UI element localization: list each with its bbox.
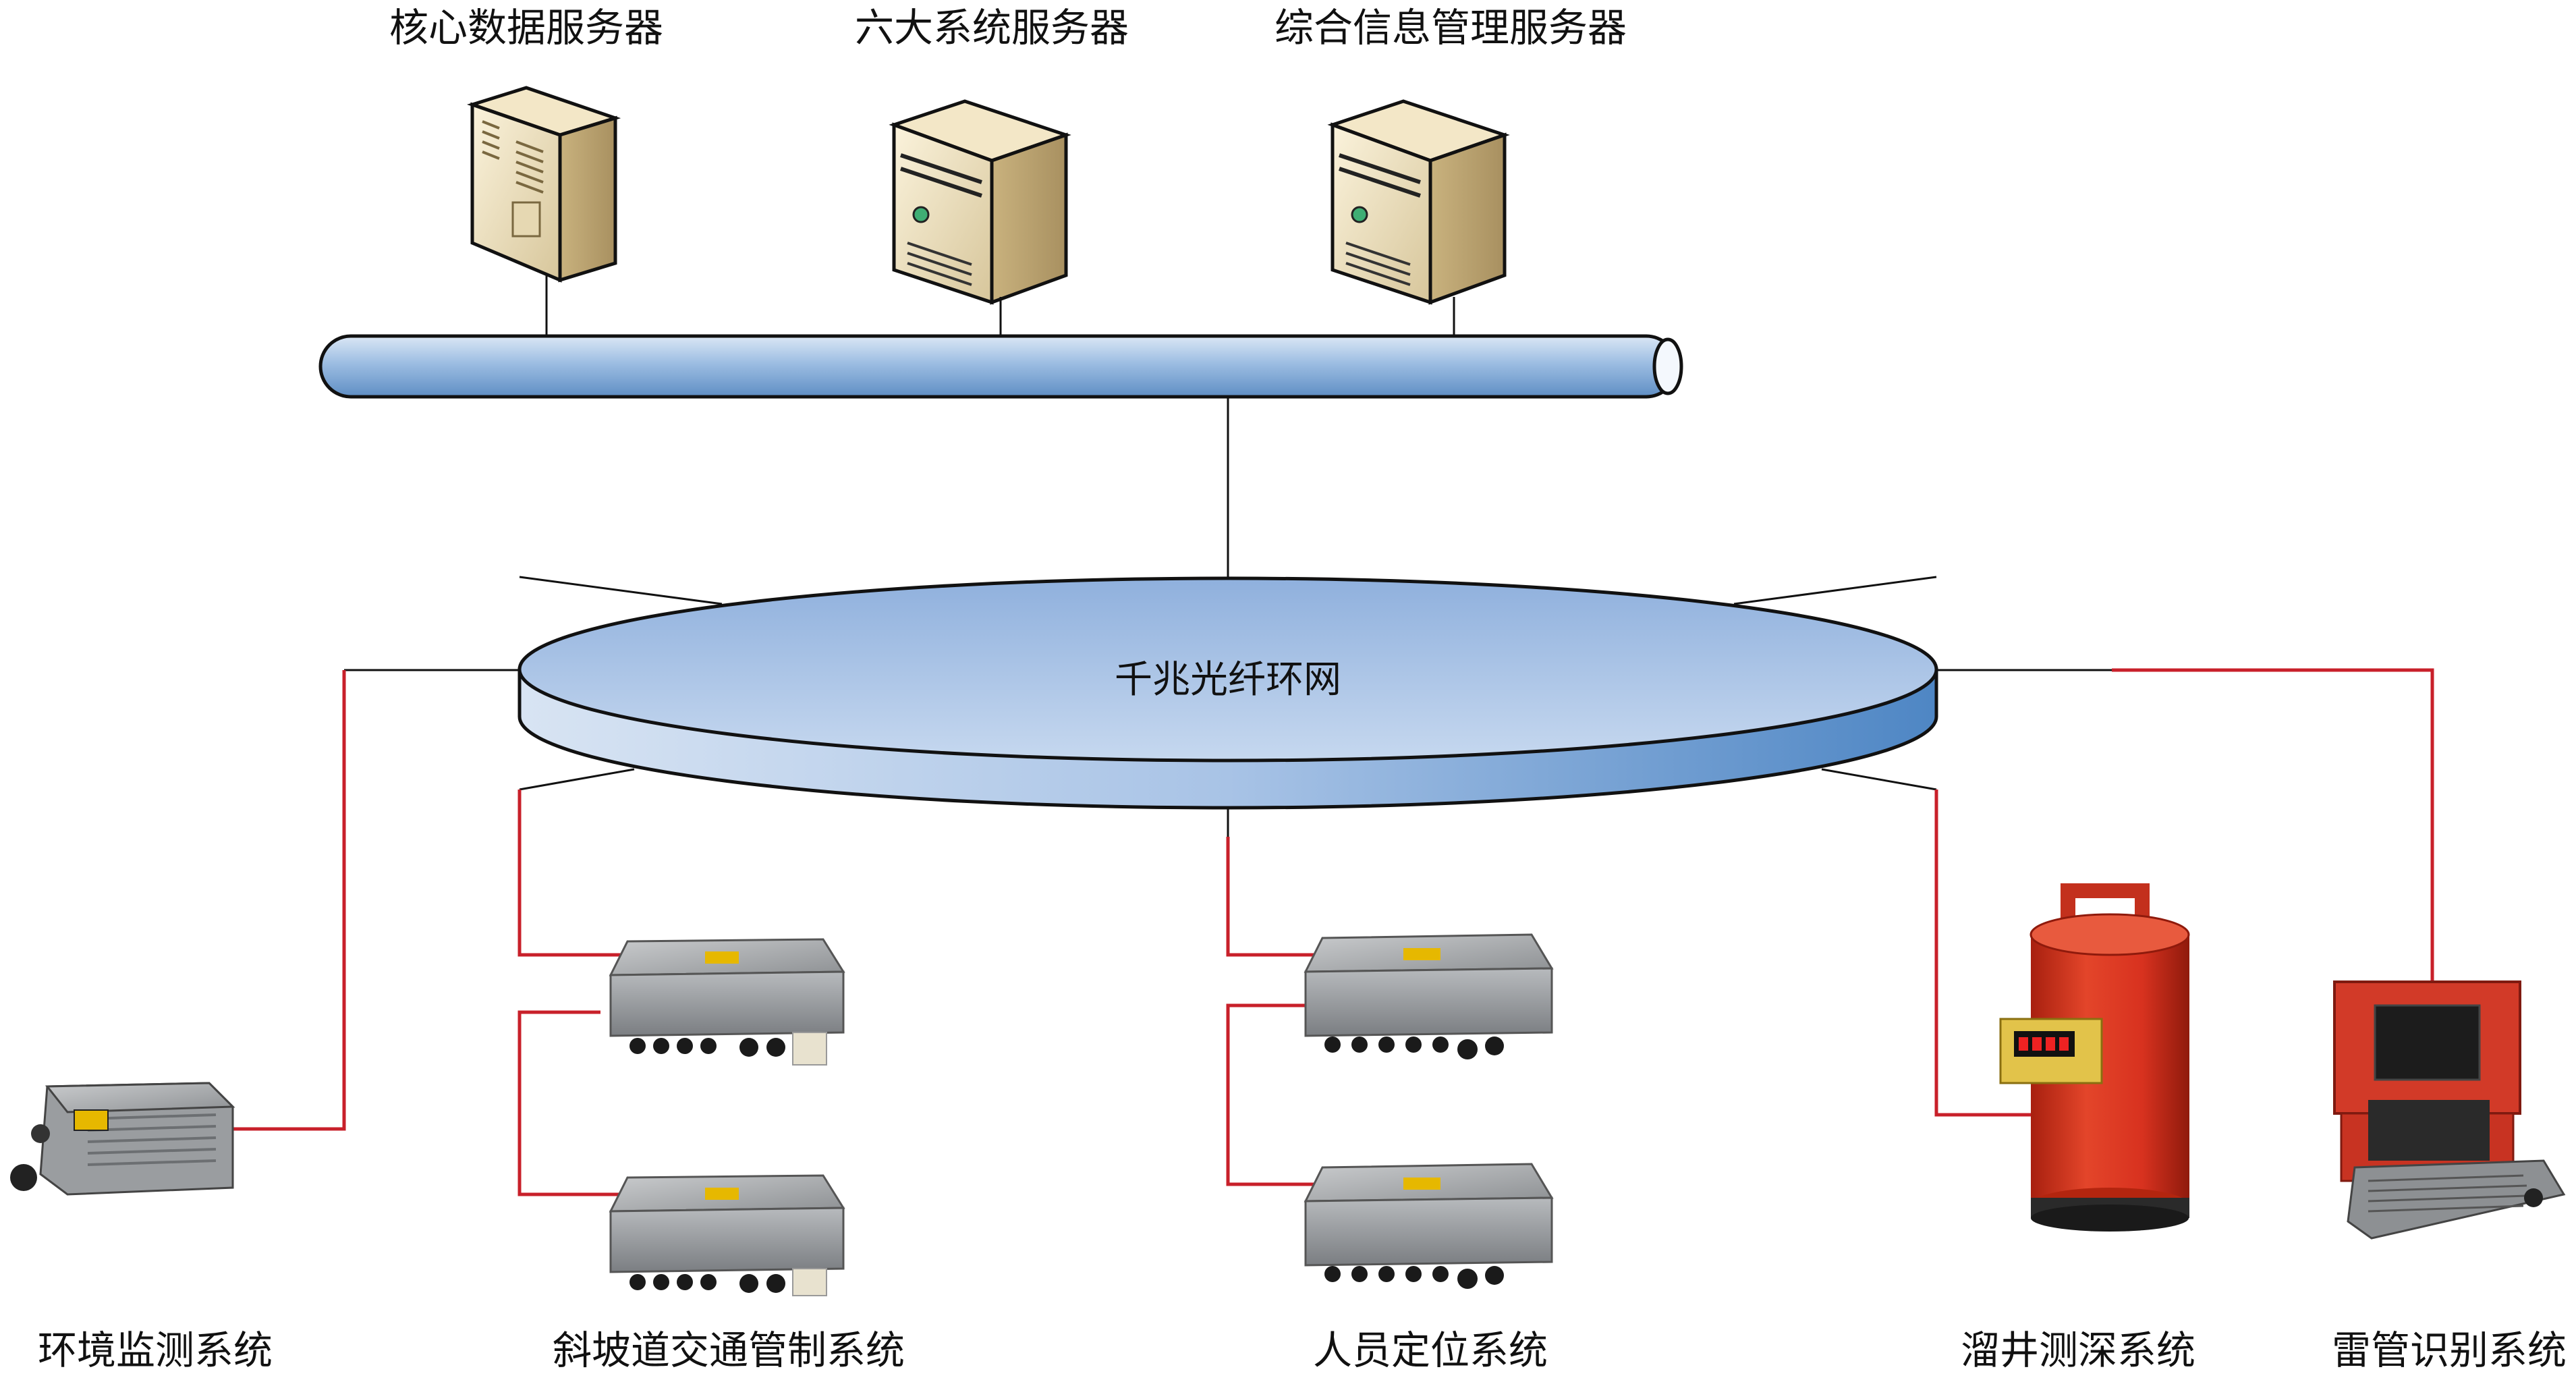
six-systems-server-label: 六大系统服务器 [854,5,1129,51]
six-systems-server-icon [889,99,1071,305]
environment-monitor-device-icon [10,1082,235,1196]
detonator-system-label: 雷管识别系统 [2331,1327,2567,1373]
core-data-server-icon [467,86,621,283]
red-connection-lines [223,668,2434,1196]
detonator-id-terminal-icon [2333,980,2566,1240]
integrated-info-server-icon [1327,99,1510,305]
ore-pass-depth-sensor-icon [1999,883,2190,1232]
personnel-locator-bottom-icon [1304,1163,1554,1289]
personnel-locator-top-icon [1304,933,1554,1059]
ramp-traffic-controller-bottom-icon [609,1174,845,1296]
ore-pass-system-label: 溜井测深系统 [1960,1327,2196,1373]
backbone-bus-pipe [318,334,1683,399]
ring-spokes [344,576,2112,837]
core-data-server-label: 核心数据服务器 [389,5,664,51]
ramp-traffic-controller-top-icon [609,938,845,1066]
fiber-ring-label: 千兆光纤环网 [1115,658,1341,702]
server-drop-lines [545,273,1455,336]
ramp-traffic-system-label: 斜坡道交通管制系统 [552,1327,905,1373]
gigabit-fiber-ring [517,576,1938,810]
personnel-system-label: 人员定位系统 [1312,1327,1548,1373]
integrated-info-server-label: 综合信息管理服务器 [1274,5,1627,51]
environment-system-label: 环境监测系统 [37,1327,273,1373]
